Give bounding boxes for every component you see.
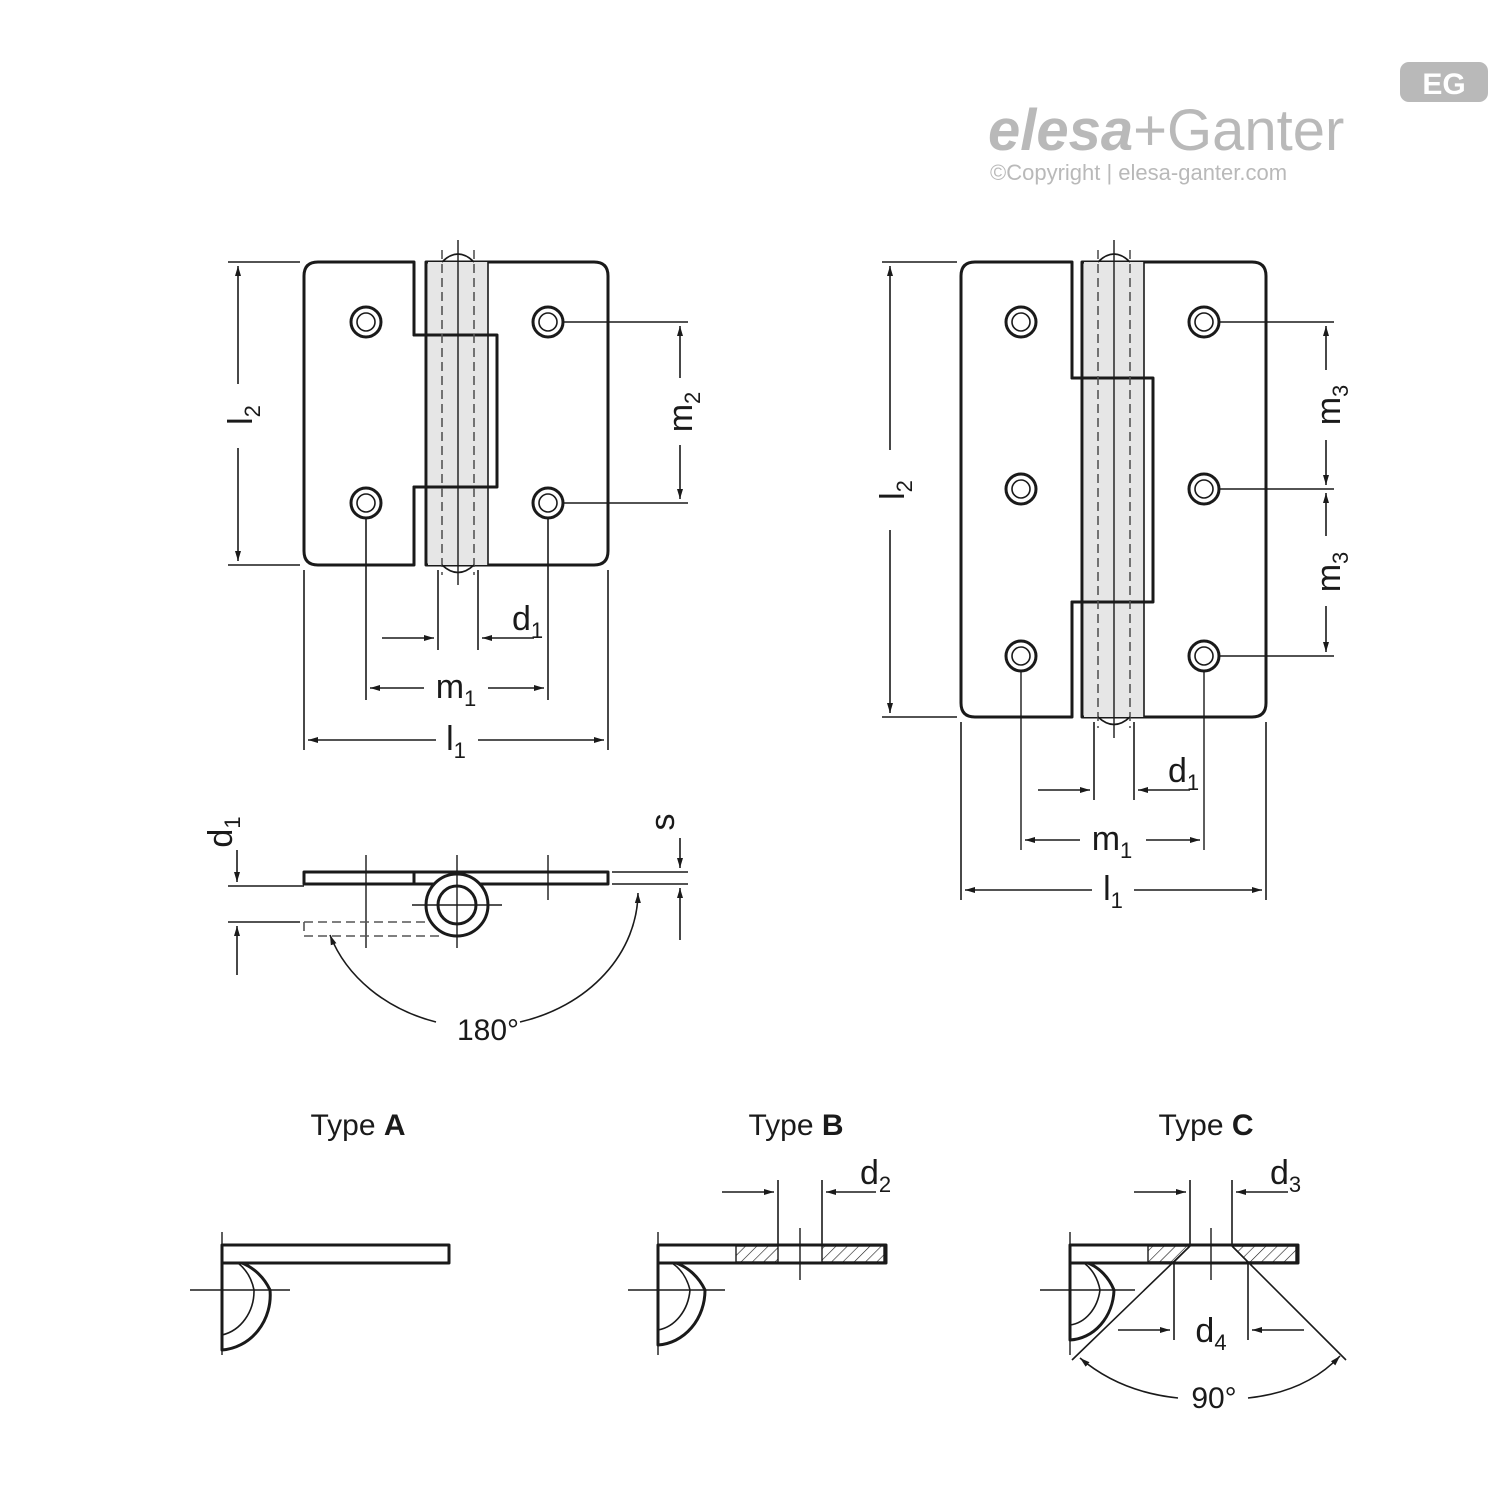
hinge-side-view: d1 s 180° bbox=[202, 814, 688, 1047]
mounting-hole bbox=[349, 486, 383, 520]
type-b-title: Type B bbox=[748, 1109, 843, 1142]
dim-label-l2: l2 bbox=[222, 405, 265, 425]
dim-label-d2: d2 bbox=[860, 1154, 891, 1197]
angle-label-180: 180° bbox=[457, 1014, 519, 1047]
dim-label-m3-upper: m3 bbox=[1310, 385, 1353, 426]
type-c-section: Type C d3 d4 90° bbox=[1040, 1109, 1347, 1415]
dim-label-d3: d3 bbox=[1270, 1154, 1301, 1197]
brand-logo: EG elesa+Ganter ©Copyright | elesa-gante… bbox=[988, 62, 1488, 185]
dim-label-d1: d1 bbox=[512, 600, 543, 643]
dim-label-d1-side: d1 bbox=[202, 816, 245, 847]
dim-label-l2: l2 bbox=[874, 480, 917, 500]
mounting-hole bbox=[1187, 305, 1221, 339]
dim-label-s: s bbox=[644, 814, 682, 831]
eg-badge-shape bbox=[1400, 62, 1488, 102]
dim-label-l1: l1 bbox=[446, 720, 466, 763]
dim-label-d4: d4 bbox=[1195, 1312, 1226, 1355]
mounting-hole bbox=[531, 486, 565, 520]
mounting-hole bbox=[1004, 305, 1038, 339]
brand-word-elesa: elesa bbox=[988, 98, 1133, 163]
type-b-section: Type B d2 bbox=[628, 1109, 891, 1355]
mounting-hole bbox=[1004, 472, 1038, 506]
mounting-hole bbox=[1187, 639, 1221, 673]
left-leaf-redraw bbox=[412, 262, 499, 565]
eg-badge-text: EG bbox=[1422, 68, 1465, 101]
brand-plus: + bbox=[1133, 98, 1167, 163]
angle-label-90: 90° bbox=[1191, 1382, 1236, 1415]
mounting-hole bbox=[1004, 639, 1038, 673]
type-c-title: Type C bbox=[1158, 1109, 1253, 1142]
brand-wordmark: elesa+Ganter bbox=[988, 98, 1344, 163]
dim-label-m3-lower: m3 bbox=[1310, 552, 1353, 593]
dim-label-m1: m1 bbox=[436, 668, 477, 711]
mounting-hole bbox=[1187, 472, 1221, 506]
dim-label-l1: l1 bbox=[1103, 870, 1123, 913]
dim-label-d1: d1 bbox=[1168, 752, 1199, 795]
brand-word-ganter: Ganter bbox=[1167, 98, 1344, 163]
dim-label-m2: m2 bbox=[662, 392, 705, 433]
type-a-title: Type A bbox=[310, 1109, 405, 1142]
hinge-front-view-4-hole: l2 m2 d1 m1 l1 bbox=[222, 240, 705, 763]
hinge-front-view-6-hole: l2 m3 m3 d1 m1 l1 bbox=[874, 240, 1353, 913]
brand-copyright: ©Copyright | elesa-ganter.com bbox=[990, 160, 1287, 185]
type-a-section: Type A bbox=[190, 1109, 451, 1355]
mounting-hole bbox=[531, 305, 565, 339]
dim-label-m1: m1 bbox=[1092, 820, 1133, 863]
mounting-hole bbox=[349, 305, 383, 339]
